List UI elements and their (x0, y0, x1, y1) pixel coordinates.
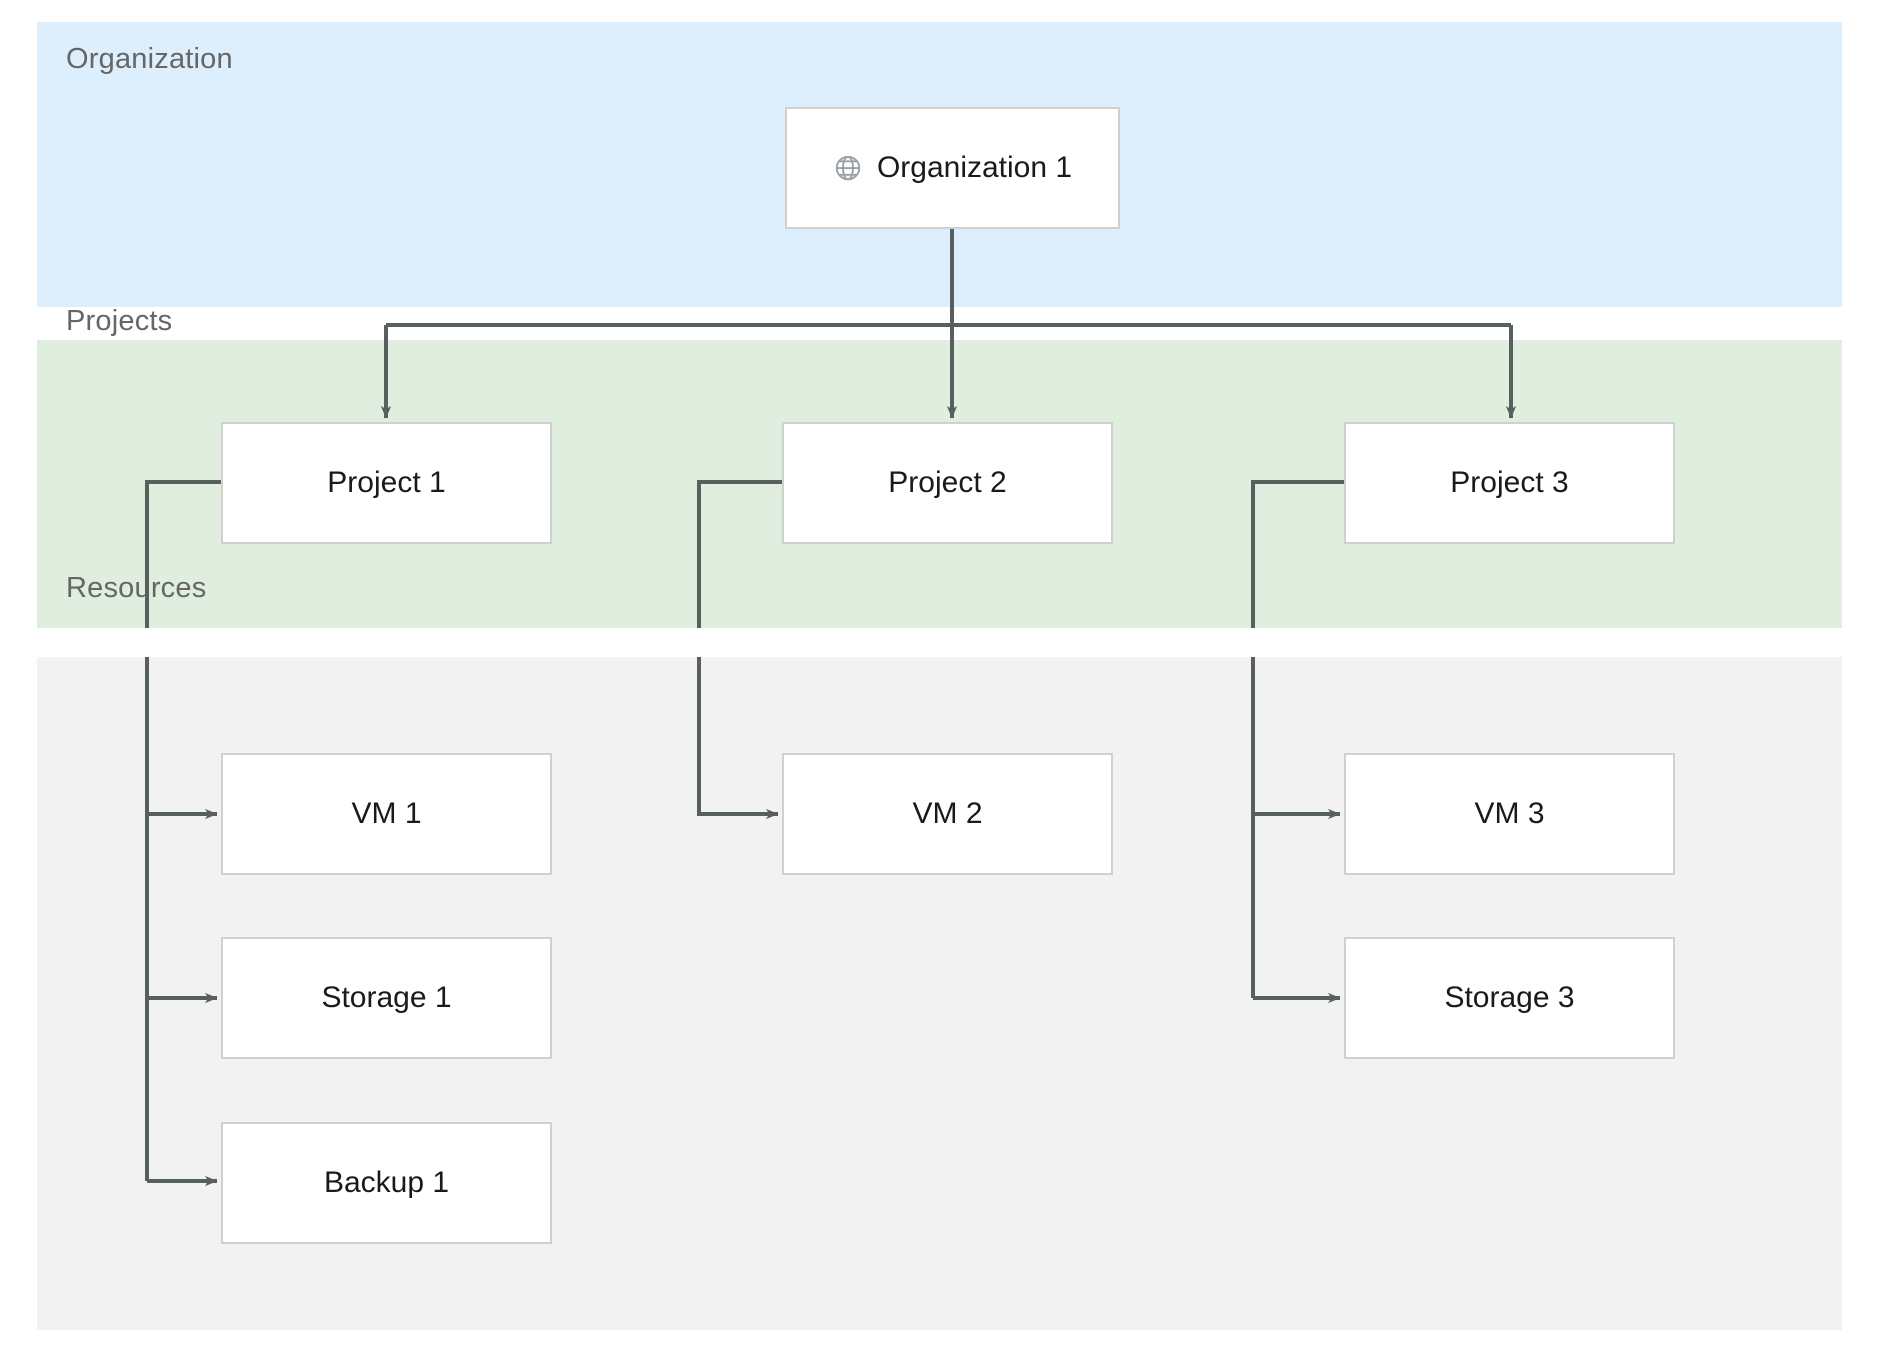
node-label-storage-3: Storage 3 (1444, 981, 1575, 1014)
node-backup-1[interactable]: Backup 1 (221, 1122, 552, 1244)
node-label-project-1: Project 1 (327, 466, 446, 499)
globe-icon (835, 155, 861, 181)
node-project-1[interactable]: Project 1 (221, 422, 552, 544)
band-label-resources: Resources (66, 572, 207, 604)
node-vm-2[interactable]: VM 2 (782, 753, 1113, 875)
node-label-project-3: Project 3 (1450, 466, 1569, 499)
node-vm-3[interactable]: VM 3 (1344, 753, 1675, 875)
node-label-backup-1: Backup 1 (323, 1166, 450, 1199)
band-label-organization: Organization (66, 43, 233, 75)
node-vm-1[interactable]: VM 1 (221, 753, 552, 875)
node-label-vm-1: VM 1 (351, 797, 422, 830)
node-label-organization-1: Organization 1 (876, 151, 1073, 184)
node-organization-1[interactable]: Organization 1 (785, 107, 1120, 229)
node-label-vm-3: VM 3 (1474, 797, 1545, 830)
node-label-vm-2: VM 2 (912, 797, 983, 830)
node-storage-1[interactable]: Storage 1 (221, 937, 552, 1059)
node-project-2[interactable]: Project 2 (782, 422, 1113, 544)
node-label-project-2: Project 2 (888, 466, 1007, 499)
node-storage-3[interactable]: Storage 3 (1344, 937, 1675, 1059)
node-project-3[interactable]: Project 3 (1344, 422, 1675, 544)
band-label-projects: Projects (66, 305, 173, 337)
node-label-storage-1: Storage 1 (321, 981, 452, 1014)
